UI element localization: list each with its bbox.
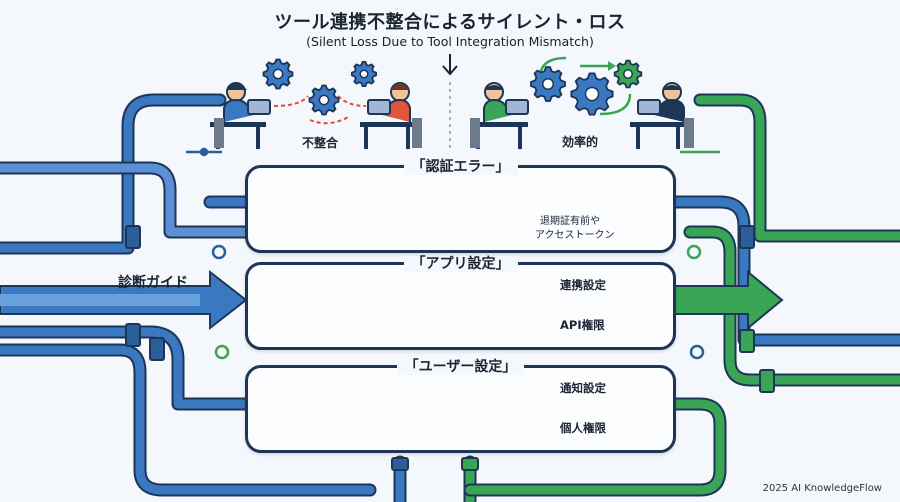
gear-icons [262,58,643,332]
panel-user-settings: 「ユーザー設定」 通知設定 個人権限 [245,359,676,453]
gear-icon [351,61,377,87]
worker-left-1 [210,82,271,149]
diagnosis-guide-label: 診断ガイド [118,275,188,291]
user-branch-notification: 通知設定 [560,381,606,395]
gear-icon [613,59,643,89]
auth-caption-line1: 退期証有前や [540,216,600,227]
user-branch-personal-permission: 個人権限 [560,421,606,435]
junction-markers [186,147,720,360]
page-title: ツール連携不整合によるサイレント・ロス [274,12,626,33]
gear-icon [308,84,340,116]
auth-caption-line2: アクセストークン [535,230,615,241]
gear-icon [570,72,614,116]
label-mismatch: 不整合 [302,136,339,150]
down-arrow-icon [442,54,458,76]
worker-right-1 [470,82,529,149]
pipe-connectors [125,225,775,471]
output-arrow-right [669,269,784,331]
worker-left-2 [360,82,422,149]
panel-auth-error: 「認証エラー」 退期証有前や アクセストークン [245,159,676,253]
gear-icon [262,58,294,90]
copyright-notice: 2025 AI KnowledgeFlow [762,483,882,494]
app-branch-api-permission: API権限 [560,318,605,332]
diagnosis-arrow-left [0,269,248,331]
label-efficient: 効率的 [562,135,599,149]
gear-icon [530,66,566,102]
panel-app-settings-title: 「アプリ設定」 [403,256,518,272]
panel-auth-error-title: 「認証エラー」 [403,159,518,175]
app-branch-integration: 連携設定 [560,278,606,292]
panel-app-settings: 「アプリ設定」 連携設定 API権限 [245,256,676,350]
top-scene [210,54,694,150]
panel-user-settings-title: 「ユーザー設定」 [396,359,525,375]
page-subtitle: (Silent Loss Due to Tool Integration Mis… [306,34,594,49]
worker-right-2 [630,82,694,149]
